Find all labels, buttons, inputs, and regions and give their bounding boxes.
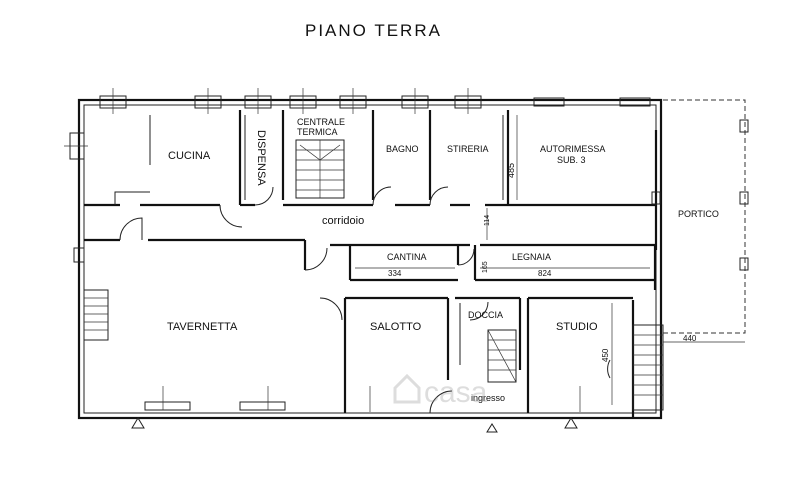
- watermark: casa: [393, 373, 488, 409]
- watermark-text: casa: [424, 376, 488, 409]
- portico-outline: [651, 99, 749, 343]
- room-labels: CUCINA DISPENSA CENTRALE TERMICA BAGNO S…: [167, 117, 719, 403]
- room-label-bagno: BAGNO: [386, 144, 419, 154]
- dimension-824: 824: [538, 269, 552, 278]
- dimension-labels: 485 114 334 165 824 450 440: [388, 163, 697, 362]
- dimension-485: 485: [506, 163, 516, 178]
- dimension-114: 114: [484, 215, 491, 226]
- room-label-tavernetta: TAVERNETTA: [167, 321, 238, 333]
- room-label-termica: TERMICA: [297, 127, 338, 137]
- house-icon: [393, 373, 421, 404]
- dimension-165: 165: [482, 261, 489, 273]
- dimension-440: 440: [683, 334, 697, 343]
- room-label-dispensa: DISPENSA: [255, 130, 267, 186]
- room-label-corridoio: corridoio: [322, 215, 364, 227]
- room-label-portico: PORTICO: [678, 209, 719, 219]
- left-windows: [64, 132, 109, 341]
- top-windows: [99, 88, 651, 114]
- dimension-450: 450: [601, 348, 610, 362]
- room-label-sub: SUB. 3: [557, 155, 586, 165]
- door-swings: [119, 186, 611, 414]
- room-label-legnaia: LEGNAIA: [512, 252, 551, 262]
- plan-title: PIANO TERRA: [305, 21, 442, 40]
- bottom-windows: [131, 386, 581, 433]
- room-label-salotto: SALOTTO: [370, 321, 422, 333]
- stairs-portico: [632, 324, 664, 411]
- room-label-studio: STUDIO: [556, 321, 598, 333]
- room-label-centrale: CENTRALE: [297, 117, 345, 127]
- interior-walls: [84, 110, 658, 413]
- room-label-cantina: CANTINA: [387, 252, 427, 262]
- dimension-lines: [355, 115, 650, 405]
- room-label-ingresso: ingresso: [471, 393, 505, 403]
- room-label-autorimessa: AUTORIMESSA: [540, 144, 605, 154]
- room-label-doccia: DOCCIA: [468, 310, 503, 320]
- dimension-334: 334: [388, 269, 402, 278]
- room-label-cucina: CUCINA: [168, 150, 211, 162]
- stairs-ingresso: [487, 329, 517, 383]
- room-label-stireria: STIRERIA: [447, 144, 489, 154]
- stairs-centrale: [295, 139, 345, 199]
